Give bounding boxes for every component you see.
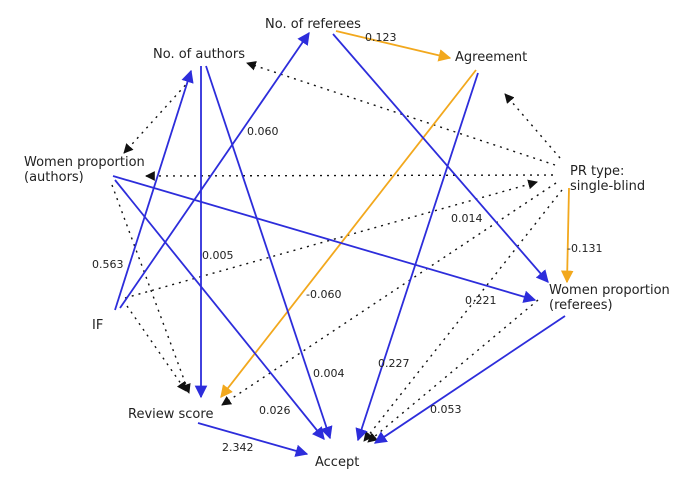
node-pr-type-line1: PR type:: [570, 164, 624, 179]
edge-agreement-to-accept: [355, 72, 479, 442]
edge-agreement-to-review: [220, 69, 477, 398]
solid-edges: [112, 30, 574, 457]
node-agreement: Agreement: [455, 50, 527, 65]
label-if-authors: 0.563: [92, 258, 124, 271]
node-pr-type-line2: single-blind: [570, 179, 645, 194]
label-if-referees: 0.060: [247, 125, 279, 138]
dotted-edges: [111, 61, 563, 443]
node-no-of-authors: No. of authors: [153, 47, 245, 62]
edge-authors-to-accept: [205, 65, 333, 440]
label-referees-women-referees: 0.221: [465, 294, 497, 307]
edge-review-to-accept: [197, 422, 309, 457]
label-agreement-review: -0.060: [306, 288, 341, 301]
edge-pr-to-women-referees: [560, 187, 574, 284]
edge-if-to-authors: [114, 69, 194, 311]
label-authors-review: 0.005: [202, 249, 234, 262]
edge-pr-to-authors: [246, 61, 556, 166]
label-pr-women-referees: -0.131: [567, 242, 602, 255]
label-referees-agreement: 0.123: [365, 31, 397, 44]
label-women-authors-women-referees: 0.014: [451, 212, 483, 225]
node-women-proportion-referees: Women proportion (referees): [549, 283, 674, 313]
edge-labels: 0.123 0.060 0.563 0.005 0.004 0.014 -0.1…: [92, 31, 602, 454]
edge-pr-to-accept: [363, 189, 563, 442]
node-women-proportion-referees-line2: (referees): [549, 298, 613, 313]
node-pr-type: PR type: single-blind: [570, 164, 645, 194]
node-accept: Accept: [315, 455, 359, 470]
node-women-proportion-authors: Women proportion (authors): [24, 155, 149, 185]
nodes: No. of referees Agreement No. of authors…: [24, 17, 674, 470]
node-women-proportion-authors-line2: (authors): [24, 170, 84, 185]
label-women-authors-accept: 0.026: [259, 404, 291, 417]
edge-women-referees-to-accept: [367, 299, 539, 443]
label-review-accept: 2.342: [222, 441, 254, 454]
edge-pr-to-agreement: [504, 93, 561, 159]
edge-women-authors-to-review: [111, 184, 191, 394]
edge-women-authors-to-accept: [114, 179, 325, 440]
node-women-proportion-authors-line1: Women proportion: [24, 155, 145, 170]
edge-pr-to-women-authors: [145, 171, 554, 181]
label-women-referees-accept: 0.053: [430, 403, 462, 416]
node-no-of-referees: No. of referees: [265, 17, 361, 32]
edge-referees-to-agreement: [335, 30, 452, 62]
node-if: IF: [92, 318, 103, 333]
node-women-proportion-referees-line1: Women proportion: [549, 283, 670, 298]
node-review-score: Review score: [128, 407, 213, 422]
edge-pr-to-review: [221, 182, 557, 406]
edge-women-authors-to-women-referees: [112, 175, 537, 303]
edge-referees-to-women-referees: [332, 33, 549, 283]
label-agreement-accept: 0.227: [378, 357, 410, 370]
edge-authors-to-women-authors: [123, 79, 191, 154]
edge-if-to-review: [126, 305, 187, 392]
edge-women-referees-to-accept-solid: [373, 315, 566, 444]
label-authors-accept: 0.004: [313, 367, 345, 380]
edge-if-to-referees: [119, 31, 310, 309]
